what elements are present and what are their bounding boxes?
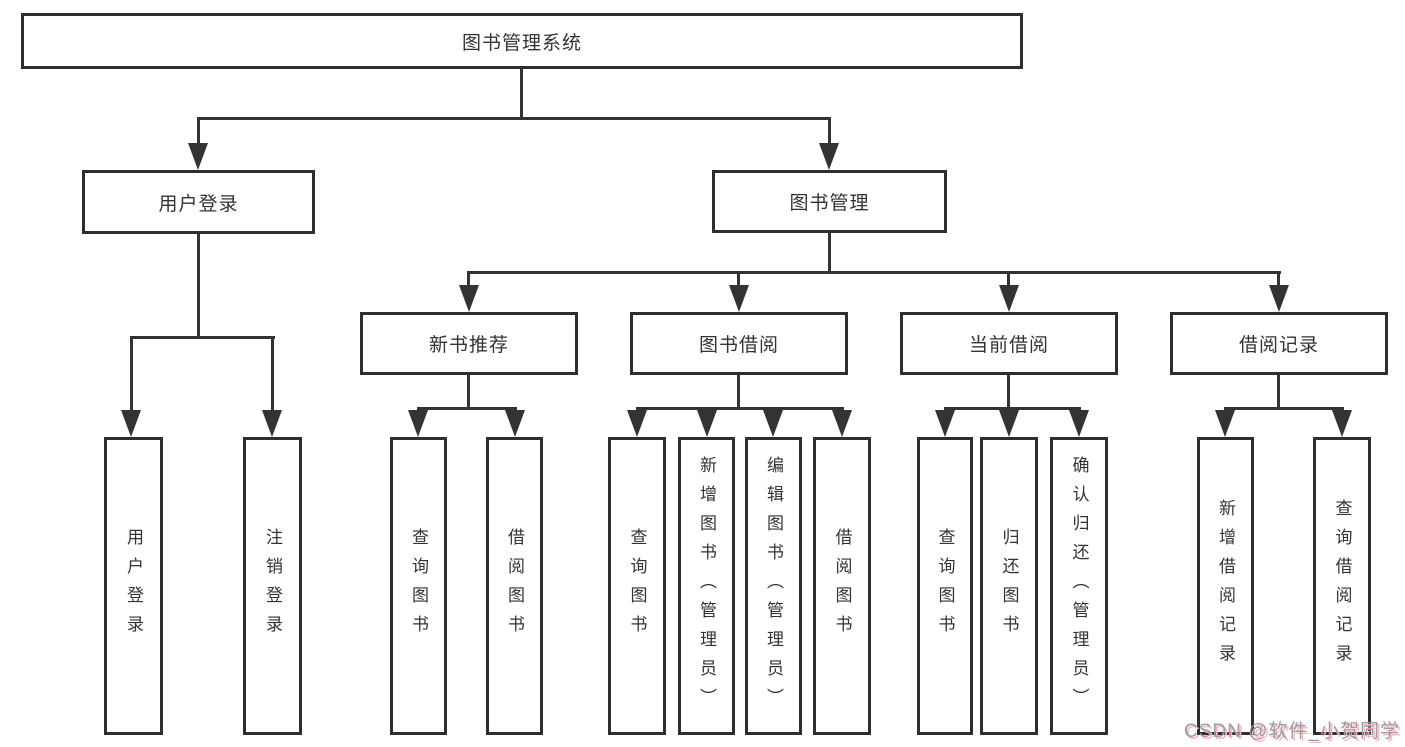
leaf-logout-label: 注销登录	[263, 528, 282, 644]
arrowhead-current-borrow	[999, 285, 1019, 312]
connector-book-management-branch	[467, 271, 1281, 274]
arrowhead-add-books	[697, 410, 717, 437]
connector-l3-drop-2	[737, 271, 740, 289]
connector-records-branch	[1224, 407, 1344, 410]
csdn-watermark: CSDN @软件_小贺同学	[1184, 721, 1400, 742]
arrowhead-user-login	[188, 143, 208, 170]
connector-l3-drop-1	[467, 271, 470, 289]
node-root: 图书管理系统	[21, 13, 1023, 69]
arrowhead-confirm-return	[1069, 410, 1089, 437]
node-user-login-label: 用户登录	[158, 193, 239, 215]
node-borrow-records-label: 借阅记录	[1238, 335, 1319, 356]
leaf-add-borrow-record: 新增借阅记录	[1197, 437, 1254, 735]
leaf-recommend-query-books-label: 查询图书	[409, 528, 428, 644]
arrowhead-query-record	[1332, 410, 1352, 437]
connector-recommend-stem	[467, 375, 470, 410]
leaf-borrow-books-label: 借阅图书	[832, 528, 852, 644]
node-new-book-recommend: 新书推荐	[360, 312, 578, 375]
arrowhead-borrow-query	[627, 410, 647, 437]
leaf-borrow-query-books-label: 查询图书	[627, 528, 647, 644]
node-current-borrow: 当前借阅	[900, 312, 1118, 375]
leaf-current-query-books-label: 查询图书	[935, 528, 955, 644]
connector-user-login-drop-1	[130, 336, 133, 414]
node-borrow-records: 借阅记录	[1170, 312, 1388, 375]
leaf-recommend-borrow-books-label: 借阅图书	[505, 528, 524, 644]
leaf-add-books-admin: 新增图书（管理员）	[678, 437, 735, 735]
leaf-query-borrow-record-label: 查询借阅记录	[1332, 499, 1352, 673]
connector-user-login-drop-2	[271, 336, 274, 414]
connector-root-right-drop	[828, 117, 831, 147]
leaf-borrow-books: 借阅图书	[813, 437, 871, 735]
arrowhead-recommend-query	[408, 410, 428, 437]
leaf-add-books-admin-label: 新增图书（管理员）	[697, 455, 716, 717]
connector-book-management-stem	[828, 233, 831, 274]
arrowhead-leaf-user-login	[121, 410, 141, 437]
connector-l3-drop-4	[1277, 271, 1280, 289]
node-new-book-recommend-label: 新书推荐	[428, 335, 509, 356]
arrowhead-add-record	[1215, 410, 1235, 437]
node-user-login: 用户登录	[82, 170, 315, 234]
arrowhead-leaf-logout	[262, 410, 282, 437]
node-book-borrow: 图书借阅	[630, 312, 848, 375]
leaf-recommend-query-books: 查询图书	[390, 437, 447, 735]
connector-l3-drop-3	[1007, 271, 1010, 289]
node-book-management-label: 图书管理	[789, 193, 870, 214]
arrowhead-edit-books	[763, 410, 783, 437]
leaf-edit-books-admin: 编辑图书（管理员）	[745, 437, 802, 735]
leaf-user-login: 用户登录	[104, 437, 163, 735]
leaf-return-books: 归还图书	[980, 437, 1038, 735]
arrowhead-new-book-recommend	[459, 285, 479, 312]
node-root-label: 图书管理系统	[461, 32, 582, 54]
connector-user-login-branch	[130, 336, 275, 339]
leaf-recommend-borrow-books: 借阅图书	[486, 437, 543, 735]
leaf-borrow-query-books: 查询图书	[608, 437, 666, 735]
leaf-add-borrow-record-label: 新增借阅记录	[1216, 499, 1235, 673]
node-book-management: 图书管理	[712, 170, 947, 233]
leaf-current-query-books: 查询图书	[917, 437, 973, 735]
leaf-user-login-label: 用户登录	[124, 528, 143, 644]
connector-current-branch	[944, 407, 1081, 410]
connector-root-stem	[520, 69, 523, 120]
leaf-query-borrow-record: 查询借阅记录	[1313, 437, 1371, 735]
arrowhead-book-borrow	[729, 285, 749, 312]
connector-current-stem	[1007, 375, 1010, 410]
connector-records-stem	[1277, 375, 1280, 410]
leaf-return-books-label: 归还图书	[999, 528, 1019, 644]
connector-borrow-stem	[737, 375, 740, 410]
leaf-logout: 注销登录	[243, 437, 302, 735]
arrowhead-book-management	[819, 143, 839, 170]
node-current-borrow-label: 当前借阅	[968, 335, 1049, 356]
leaf-edit-books-admin-label: 编辑图书（管理员）	[764, 455, 783, 717]
leaf-confirm-return-admin-label: 确认归还（管理员）	[1069, 455, 1089, 717]
leaf-confirm-return-admin: 确认归还（管理员）	[1050, 437, 1108, 735]
connector-root-left-drop	[197, 117, 200, 147]
node-book-borrow-label: 图书借阅	[698, 335, 779, 356]
arrowhead-borrow-records	[1269, 285, 1289, 312]
arrowhead-recommend-borrow	[505, 410, 525, 437]
arrowhead-borrow-books	[832, 410, 852, 437]
connector-user-login-stem	[197, 234, 200, 339]
arrowhead-return-books	[999, 410, 1019, 437]
arrowhead-current-query	[935, 410, 955, 437]
connector-root-branch	[197, 117, 831, 120]
connector-recommend-branch	[417, 407, 517, 410]
connector-borrow-branch	[636, 407, 844, 410]
